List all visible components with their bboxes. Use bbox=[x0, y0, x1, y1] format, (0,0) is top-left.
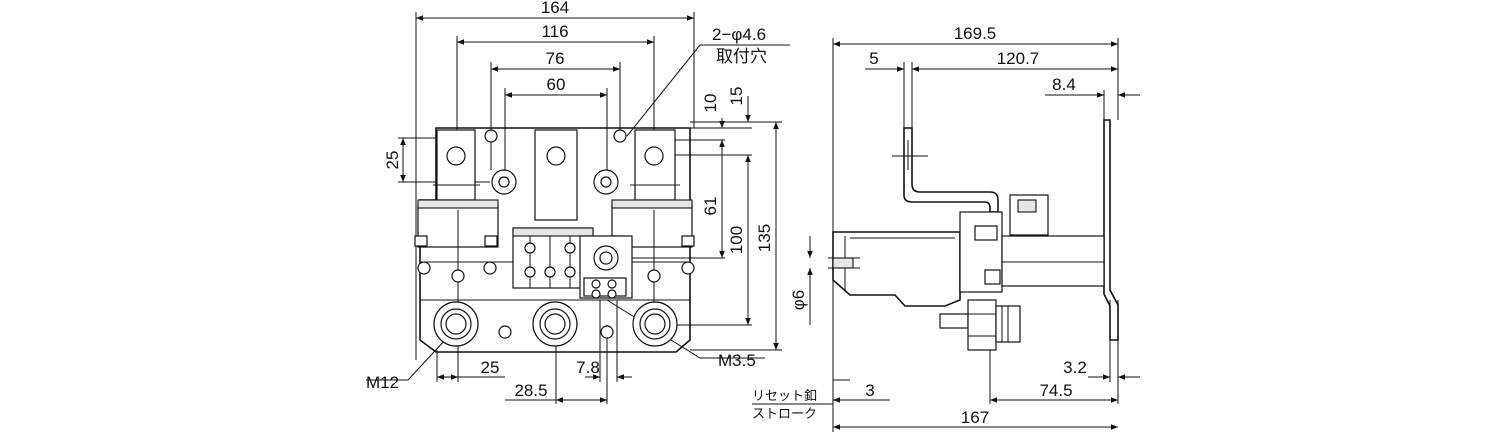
dim-3: 3 bbox=[865, 381, 874, 400]
aux-terminal-block bbox=[512, 227, 633, 299]
main-terminal-icons bbox=[433, 301, 678, 347]
side-dimension-texts: 169.5 5 120.7 8.4 φ6 3.2 74.5 3 167 リセット… bbox=[752, 24, 1087, 427]
dim-135: 135 bbox=[755, 224, 774, 252]
side-relay-body bbox=[832, 211, 1105, 307]
dim-3-2: 3.2 bbox=[1063, 358, 1087, 377]
hole-spec-label: 2−φ4.6 bbox=[712, 25, 766, 44]
dim-74-5: 74.5 bbox=[1039, 381, 1072, 400]
dim-25-left: 25 bbox=[383, 151, 402, 170]
dim-120-7: 120.7 bbox=[997, 49, 1040, 68]
dim-116: 116 bbox=[541, 22, 568, 41]
hole-note-label: 取付穴 bbox=[716, 47, 767, 66]
dim-28-5: 28.5 bbox=[514, 381, 547, 400]
dim-25-bottom: 25 bbox=[481, 358, 500, 377]
dim-10: 10 bbox=[701, 94, 720, 113]
side-dimension-lines bbox=[752, 41, 1140, 430]
dim-15: 15 bbox=[727, 87, 746, 106]
dim-164: 164 bbox=[541, 0, 569, 17]
dim-76: 76 bbox=[546, 49, 565, 68]
dim-60: 60 bbox=[547, 75, 566, 94]
dim-7-8: 7.8 bbox=[576, 358, 600, 377]
side-conductor-bar bbox=[892, 127, 1049, 236]
main-terminal-label: M12 bbox=[366, 373, 399, 392]
side-terminal-screws bbox=[939, 299, 1021, 351]
front-dimension-texts: 164 116 76 60 25 10 15 61 100 135 25 28.… bbox=[366, 0, 774, 400]
aux-terminal-label: M3.5 bbox=[718, 351, 756, 370]
side-view: 169.5 5 120.7 8.4 φ6 3.2 74.5 3 167 リセット… bbox=[752, 24, 1140, 432]
dim-phi-6: φ6 bbox=[789, 290, 808, 310]
dim-5: 5 bbox=[869, 49, 878, 68]
front-terminal-tabs bbox=[433, 129, 680, 221]
dim-8-4: 8.4 bbox=[1052, 75, 1076, 94]
front-view: 164 116 76 60 25 10 15 61 100 135 25 28.… bbox=[366, 0, 790, 404]
dim-169-5: 169.5 bbox=[954, 24, 997, 43]
dim-100: 100 bbox=[727, 226, 746, 254]
reset-pin-label: リセット釦 bbox=[752, 388, 817, 404]
side-mount-bracket bbox=[1074, 119, 1119, 341]
mounting-hole-icons bbox=[484, 129, 627, 195]
dim-61: 61 bbox=[701, 197, 720, 216]
front-dimension-lines bbox=[400, 15, 779, 403]
stroke-label: ストローク bbox=[752, 407, 817, 422]
dim-167: 167 bbox=[961, 408, 989, 427]
